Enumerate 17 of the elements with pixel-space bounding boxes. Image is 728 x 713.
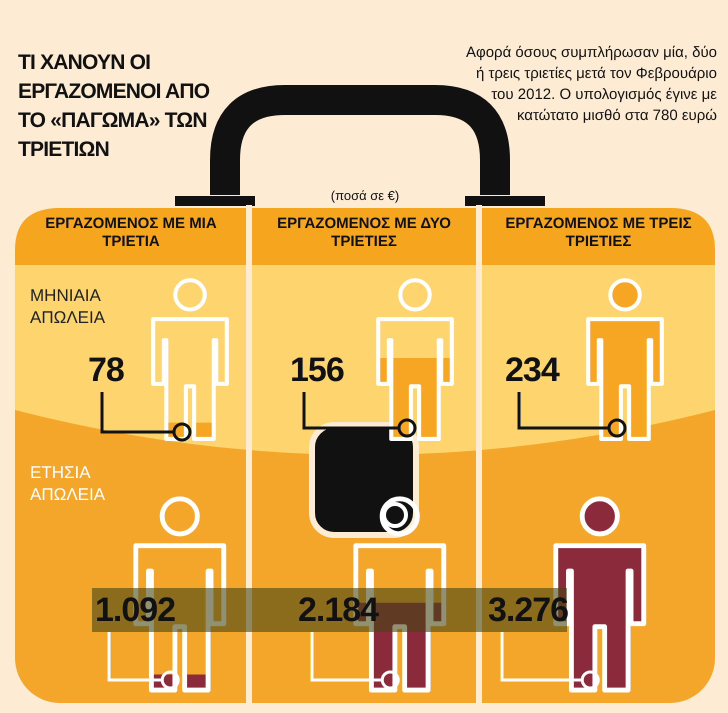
title: ΤΙ ΧΑΝΟΥΝ ΟΙ ΕΡΓΑΖΟΜΕΝΟΙ ΑΠΟ ΤΟ «ΠΑΓΩΜΑ» ΤΩΝ ΤΡΙΕΤΙΩΝ [18, 50, 210, 163]
note: Αφορά όσους συμπλήρωσαν μία, δύο ή τρεις τριετίες μετά τον Φεβρουάριο του 2012. Ο υπολογισμός έγινε με κατώτατο μισθό στα 780 ευρώ [464, 43, 717, 126]
leader-line [518, 392, 626, 438]
leader-line [302, 392, 416, 438]
leader-line [500, 632, 600, 690]
unit-note: (ποσά σε €) [330, 188, 400, 203]
leader-line [310, 632, 400, 690]
value-label: 78 [88, 352, 124, 388]
value-label: 234 [505, 352, 559, 388]
row-label: ΕΤΗΣΙΑ ΑΠΩΛΕΙΑ [30, 462, 106, 506]
column-header: ΕΡΓΑΖΟΜΕΝΟΣ ΜΕ ΔΥΟ ΤΡΙΕΤΙΕΣ [276, 215, 452, 251]
row-label: ΜΗΝΙΑΙΑ ΑΠΩΛΕΙΑ [30, 285, 106, 329]
leader-line [108, 632, 180, 690]
column-header: ΕΡΓΑΖΟΜΕΝΟΣ ΜΕ ΜΙΑ ΤΡΙΕΤΙΑ [44, 215, 218, 251]
column-header: ΕΡΓΑΖΟΜΕΝΟΣ ΜΕ ΤΡΕΙΣ ΤΡΙΕΤΙΕΣ [504, 215, 693, 251]
leader-line [100, 392, 192, 442]
value-label: 156 [290, 352, 344, 388]
